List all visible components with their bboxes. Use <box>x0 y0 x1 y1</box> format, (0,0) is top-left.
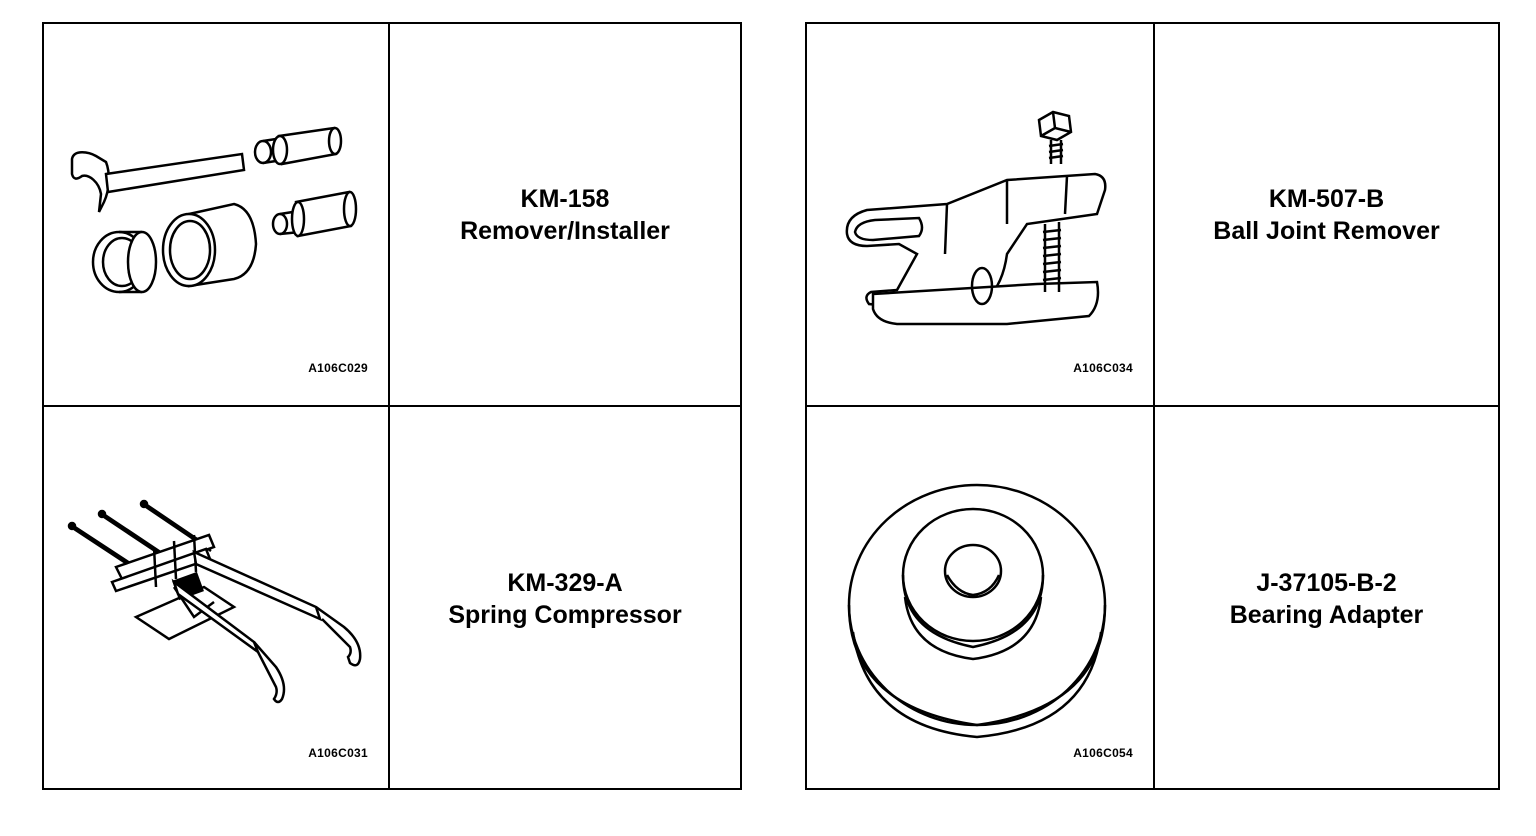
part-number: J-37105-B-2 <box>1256 568 1397 597</box>
figure-code: A106C054 <box>1073 746 1133 760</box>
tool-label-cell: KM-507-B Ball Joint Remover <box>1155 24 1498 407</box>
tool-name: Remover/Installer <box>460 216 670 245</box>
figure-code: A106C029 <box>308 361 368 375</box>
figure-code: A106C031 <box>308 746 368 760</box>
spring-compressor-icon <box>67 499 362 704</box>
remover-installer-icon <box>70 126 358 294</box>
tool-name: Bearing Adapter <box>1229 600 1424 629</box>
left-tool-table: A106C029 KM-158 Remover/Installer <box>42 22 742 790</box>
tool-label-cell: KM-158 Remover/Installer <box>390 24 740 407</box>
tool-label-cell: KM-329-A Spring Compressor <box>390 407 740 790</box>
part-number: KM-158 <box>520 184 610 213</box>
part-number: KM-329-A <box>507 568 623 597</box>
tool-illustration-cell: A106C029 <box>44 24 390 407</box>
part-number: KM-507-B <box>1268 184 1385 213</box>
tool-illustration-cell: A106C054 <box>807 407 1155 790</box>
ball-joint-remover-icon <box>845 110 1107 326</box>
figure-code: A106C034 <box>1073 361 1133 375</box>
tool-name: Spring Compressor <box>448 600 682 629</box>
tool-illustration-cell: A106C034 <box>807 24 1155 407</box>
tool-illustration-cell: A106C031 <box>44 407 390 790</box>
right-tool-table: A106C034 KM-507-B Ball Joint Remover A10… <box>805 22 1500 790</box>
tool-label-cell: J-37105-B-2 Bearing Adapter <box>1155 407 1498 790</box>
tool-name: Ball Joint Remover <box>1213 216 1440 245</box>
bearing-adapter-icon <box>847 483 1107 739</box>
